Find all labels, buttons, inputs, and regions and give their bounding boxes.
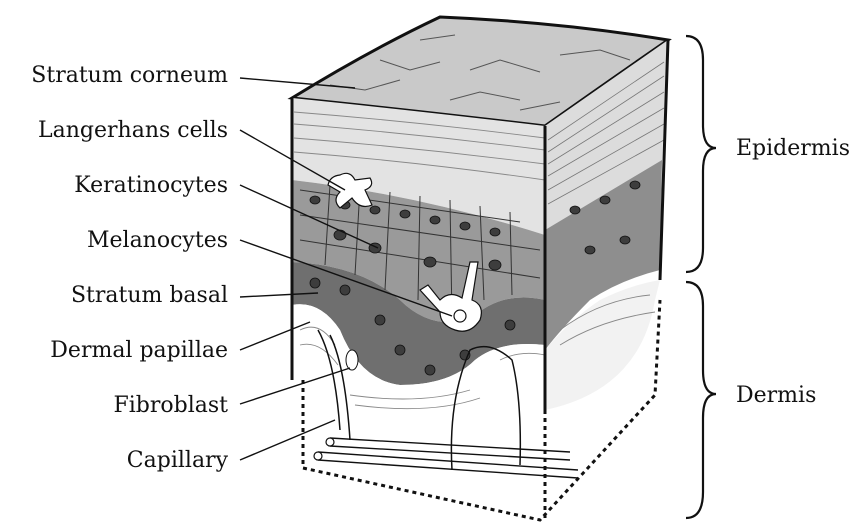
label-dermal-papillae: Dermal papillae — [50, 338, 228, 363]
label-langerhans-cells: Langerhans cells — [38, 118, 228, 143]
fibroblast-cell — [346, 350, 358, 370]
region-epidermis-label: Epidermis — [736, 136, 850, 161]
melanocyte-nucleus — [454, 310, 466, 322]
label-keratinocytes: Keratinocytes — [74, 173, 228, 198]
label-stratum-corneum: Stratum corneum — [31, 63, 228, 88]
skin-block — [292, 17, 668, 520]
label-melanocytes: Melanocytes — [87, 228, 228, 253]
label-fibroblast: Fibroblast — [113, 393, 228, 418]
label-stratum-basal: Stratum basal — [71, 283, 228, 308]
label-capillary: Capillary — [127, 448, 229, 473]
capillary-horizontal — [318, 438, 578, 478]
dermis-brace — [686, 282, 716, 518]
epidermis-brace — [686, 36, 716, 272]
region-dermis-label: Dermis — [736, 383, 816, 408]
left-labels: Stratum corneum Langerhans cells Keratin… — [31, 63, 228, 473]
